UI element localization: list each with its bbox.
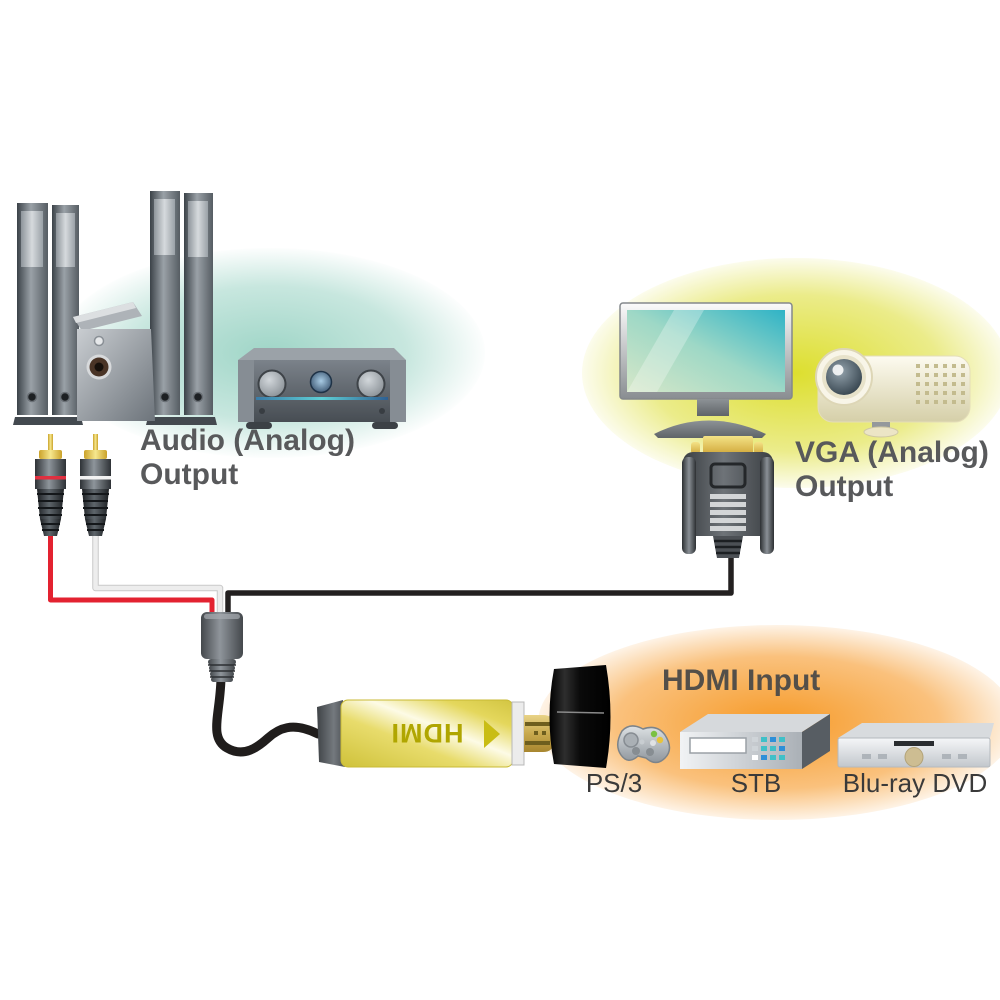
bluray-player (837, 723, 994, 768)
converter-white-cap (511, 701, 525, 766)
vga-connector (682, 436, 774, 558)
rca-plug-red (35, 434, 66, 536)
vga-output-label: VGA (Analog) Output (795, 436, 989, 504)
projector-vents (916, 364, 965, 404)
converter-cable-black (212, 671, 323, 757)
stb-box (680, 714, 830, 769)
converter-hdmi-text: HDMI (391, 718, 464, 748)
disc-slot (894, 741, 934, 746)
vga-output-line2: Output (795, 470, 894, 503)
stb-buttons (752, 737, 785, 760)
audio-output-line2: Output (140, 458, 239, 491)
eject-knob (904, 747, 924, 767)
center-display (309, 370, 333, 394)
speaker-system (13, 191, 217, 425)
av-receiver (238, 348, 406, 429)
game-controller (617, 725, 671, 764)
vga-gold-plug (703, 436, 753, 454)
stb-display (689, 737, 747, 754)
rca-plugs (35, 434, 111, 536)
ps3-console (549, 665, 671, 768)
converter-left-cap (317, 700, 345, 767)
selector-knob (356, 369, 386, 399)
arrow-right-icon (484, 720, 500, 748)
projector (815, 348, 971, 438)
center-speaker (73, 302, 142, 331)
audio-output-label: Audio (Analog) Output (140, 424, 355, 492)
hdmi-converter: HDMI (317, 699, 553, 768)
subwoofer (77, 329, 155, 421)
ps3-label: PS/3 (585, 768, 643, 798)
tower-speaker (13, 203, 52, 425)
audio-cable-red (48, 536, 215, 618)
bluray-buttons (862, 754, 967, 759)
volume-knob (257, 369, 287, 399)
hdmi-input-label: HDMI Input (662, 664, 821, 697)
bluray-label: Blu-ray DVD (842, 768, 988, 798)
tower-speaker (48, 205, 83, 425)
tower-speaker (180, 193, 217, 425)
monitor-screen (627, 310, 785, 392)
audio-cable-white (92, 536, 224, 616)
vga-cable-black (225, 552, 734, 616)
tower-speaker (146, 191, 184, 425)
vga-output-line1: VGA (Analog) (795, 436, 989, 469)
audio-output-line1: Audio (Analog) (140, 424, 355, 457)
converter-input-connector (201, 612, 243, 682)
rca-plug-white (80, 434, 111, 536)
monitor (619, 302, 793, 438)
stb-label: STB (730, 768, 782, 798)
